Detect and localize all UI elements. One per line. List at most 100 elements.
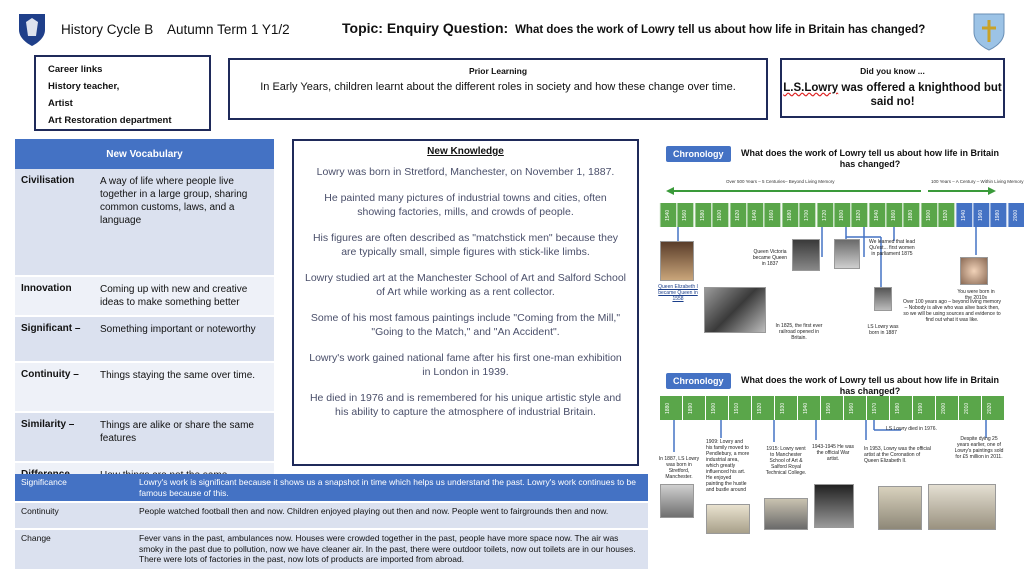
coronation-painting-image <box>878 486 922 530</box>
career-item: Art Restoration department <box>48 115 172 126</box>
vocab-definition: Things staying the same over time. <box>94 362 274 413</box>
elizabeth-caption: Queen Elizabeth I became Queen in 1558 <box>658 284 698 302</box>
concept-text: People watched football then and now. Ch… <box>133 502 648 530</box>
lowry-born-caption: LS Lowry was born in 1887 <box>867 324 899 336</box>
war-caption: 1943-1945 He was the official War artist… <box>812 444 854 462</box>
chronology-chip: Chronology <box>666 146 731 162</box>
elizabeth-portrait-image <box>660 241 694 281</box>
year-cell: 1640 <box>745 203 764 227</box>
topic-question: What does the work of Lowry tell us abou… <box>515 24 926 36</box>
year-cell: 1890 <box>682 396 705 420</box>
year-cell: 1880 <box>902 203 920 227</box>
concepts-table: Significance Lowry's work is significant… <box>15 474 648 571</box>
prior-learning-heading: Prior Learning <box>468 66 528 76</box>
cycle-label: History Cycle B <box>61 22 154 37</box>
table-row: Innovation Coming up with new and creati… <box>15 276 274 317</box>
year-cell: 1680 <box>780 203 799 227</box>
table-row: Significant – Something important or not… <box>15 316 274 363</box>
knowledge-paragraph: Lowry was born in Stretford, Manchester,… <box>316 166 615 178</box>
victoria-caption: Queen Victoria became Queen in 1837 <box>752 249 788 267</box>
prior-learning-text: In Early Years, children learnt about th… <box>260 81 736 93</box>
year-cell: 2010 <box>958 396 981 420</box>
timeline-pointers <box>677 227 977 287</box>
year-cell: 1580 <box>693 203 712 227</box>
table-row: Similarity – Things are alike or share t… <box>15 412 274 463</box>
vocab-definition: Coming up with new and creative ideas to… <box>94 276 274 317</box>
year-cell: 1920 <box>937 203 955 227</box>
born-caption: In 1887, LS Lowry was born in Stretford,… <box>658 456 700 480</box>
year-cell: 1910 <box>728 396 751 420</box>
vocabulary-table: New Vocabulary Civilisation A way of lif… <box>15 139 274 493</box>
page-header-title: History Cycle B Autumn Term 1 Y1/2 <box>61 22 290 37</box>
lowry-portrait-image-2 <box>814 484 854 528</box>
concept-text: Lowry's work is significant because it s… <box>133 474 648 503</box>
vocab-term: Similarity – <box>15 412 94 463</box>
vocab-term: Continuity – <box>15 362 94 413</box>
career-links-box: Career links History teacher, Artist Art… <box>34 55 211 131</box>
year-cell: 1720 <box>815 203 833 227</box>
career-item: History teacher, <box>48 81 120 92</box>
table-row: Continuity People watched football then … <box>15 502 648 530</box>
vocab-term: Civilisation <box>15 169 94 277</box>
vocab-term: Significant – <box>15 316 94 363</box>
vocab-term: Innovation <box>15 276 94 317</box>
year-cell: 1960 <box>972 203 990 227</box>
chronology-question: What does the work of Lowry tell us abou… <box>740 148 999 169</box>
year-cell: 1560 <box>676 203 694 227</box>
memory-caption: Over 100 years ago – beyond living memor… <box>902 299 1002 323</box>
table-row: Continuity – Things staying the same ove… <box>15 362 274 413</box>
concept-label: Change <box>15 529 133 571</box>
year-cell: 1700 <box>798 203 816 227</box>
school-caption: 1915: Lowry went to Manchester School of… <box>765 446 807 476</box>
knowledge-paragraph: His figures are often described as "matc… <box>312 232 619 258</box>
sold-caption: Despite dying 25 years earlier, one of L… <box>954 436 1004 460</box>
child-photo-image <box>960 257 988 285</box>
year-cell: 1930 <box>774 396 797 420</box>
vocab-definition: Things are alike or share the same featu… <box>94 412 274 463</box>
year-cell: 1860 <box>885 203 903 227</box>
year-cell: 1940 <box>954 203 973 227</box>
vocab-definition: Something important or noteworthy <box>94 316 274 363</box>
you-caption: You were born in the 2010s <box>957 289 995 301</box>
year-cell: 1960 <box>843 396 866 420</box>
railway-photo-image <box>704 287 766 333</box>
did-you-know-heading: Did you know ... <box>860 66 925 76</box>
career-heading: Career links <box>48 64 103 75</box>
knowledge-paragraph: Some of his most famous paintings includ… <box>310 312 621 338</box>
table-row: Significance Lowry's work is significant… <box>15 474 648 503</box>
rail-caption: In 1825, the first ever railroad opened … <box>775 323 823 341</box>
year-cell: 1540 <box>659 203 677 227</box>
prior-learning-box: Prior Learning In Early Years, children … <box>228 58 768 120</box>
shield-crest-icon <box>973 13 1005 51</box>
new-knowledge-box: New Knowledge Lowry was born in Stretfor… <box>292 139 639 466</box>
knowledge-paragraph: He died in 1976 and is remembered for hi… <box>309 392 622 418</box>
year-cell: 1980 <box>989 203 1007 227</box>
term-label: Autumn Term 1 Y1/2 <box>167 22 290 37</box>
did-you-know-text: L.S.Lowry was offered a knighthood but s… <box>782 81 1003 109</box>
victoria-portrait-image <box>792 239 820 271</box>
year-cell: 2000 <box>1006 203 1024 227</box>
concept-label: Significance <box>15 474 133 503</box>
career-item: Artist <box>48 98 73 109</box>
year-cell: 1600 <box>711 203 729 227</box>
lowry-portrait-image <box>874 287 892 311</box>
timeline-years-2: 1880 1890 1900 1910 1920 1930 1940 1950 … <box>659 396 1004 420</box>
industrial-painting-image <box>706 504 750 534</box>
year-cell: 1970 <box>866 396 889 420</box>
young-lowry-image <box>660 484 694 518</box>
topic-heading: Topic: Enquiry Question: What does the w… <box>342 20 925 36</box>
year-cell: 1900 <box>705 396 728 420</box>
moved-caption: 1909: Lowry and his family moved to Pend… <box>706 439 750 493</box>
chronology-panel-1: Chronology What does the work of Lowry t… <box>656 139 1024 344</box>
timeline-arrow <box>666 187 996 195</box>
topic-label: Topic: Enquiry Question: <box>342 20 509 36</box>
sold-painting-image <box>928 484 996 530</box>
year-cell: 1660 <box>763 203 781 227</box>
concept-text: Fever vans in the past, ambulances now. … <box>133 529 648 571</box>
arrow-label-right: 100 Years – A Century – Within Living Me… <box>931 179 1024 184</box>
year-cell: 1820 <box>850 203 868 227</box>
year-cell: 1980 <box>889 396 912 420</box>
did-you-know-box: Did you know ... L.S.Lowry was offered a… <box>780 58 1005 118</box>
year-cell: 1940 <box>797 396 820 420</box>
timeline-pointers-2 <box>673 420 987 452</box>
